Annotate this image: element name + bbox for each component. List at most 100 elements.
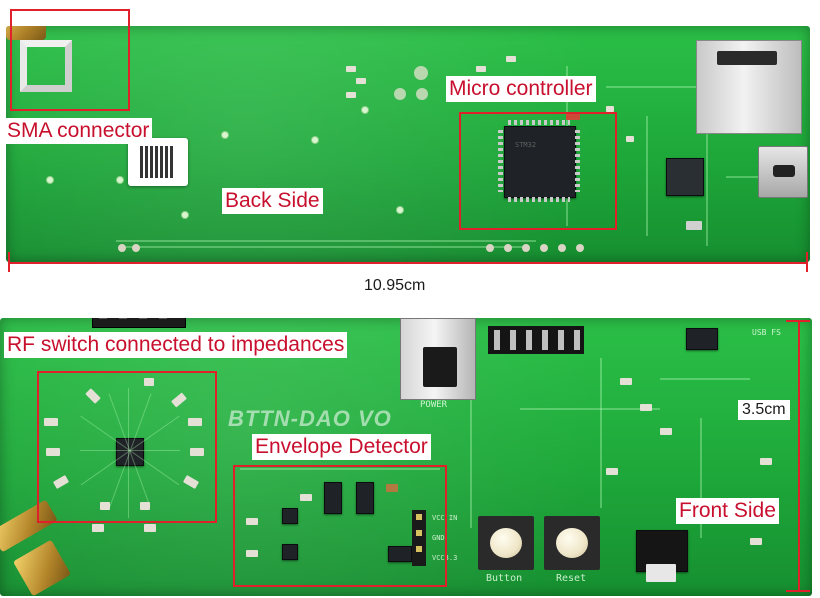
chip-marking: STM32: [515, 141, 537, 149]
power-switch-slider: [423, 347, 457, 387]
pin-header-female: [92, 318, 186, 328]
socket-slot: [717, 51, 777, 65]
length-dimension-line: [8, 262, 808, 264]
envelope-detector-highlight: [233, 465, 447, 587]
width-dimension-tick: [786, 320, 810, 322]
pcb-back-side: STM32: [6, 26, 810, 262]
transistor: [282, 508, 298, 524]
via: [46, 176, 54, 184]
pcb-trace: [700, 418, 702, 538]
rf-switch-label: RF switch connected to impedances: [4, 332, 348, 358]
impedance-component: [92, 524, 104, 532]
button-label: Button: [486, 573, 523, 584]
width-dimension-line: [798, 320, 800, 592]
smd-component: [300, 494, 312, 501]
qr-code-sticker: [128, 138, 188, 186]
gnd-label: GND: [432, 534, 445, 542]
header-pad: [504, 244, 512, 252]
sma-connector-body: [12, 539, 72, 596]
via: [361, 106, 369, 114]
reset-label: Reset: [556, 573, 587, 584]
smd-component: [246, 518, 258, 525]
pcb-trace: [600, 358, 602, 508]
impedance-component: [46, 448, 60, 456]
rf-switch-highlight: [37, 371, 217, 523]
chip-pins: [498, 130, 503, 192]
reset-button[interactable]: [556, 528, 588, 558]
detector-chip: [356, 482, 374, 514]
through-hole: [414, 66, 428, 80]
impedance-component: [100, 502, 110, 510]
smd-component: [620, 378, 632, 385]
capacitor: [386, 484, 398, 492]
smd-component: [606, 106, 614, 112]
smd-component: [356, 78, 366, 84]
smd-component: [246, 550, 258, 557]
vcc-in-label: VCC IN: [432, 514, 458, 522]
smd-component: [606, 468, 618, 475]
via: [311, 136, 319, 144]
crystal: [686, 221, 702, 230]
smd-component: [476, 66, 486, 72]
length-dimension-label: 10.95cm: [360, 276, 430, 296]
header-pad: [132, 244, 140, 252]
usb-interface-chip: [666, 158, 704, 196]
pcb-trace: [240, 468, 440, 470]
via: [221, 131, 229, 139]
header-pins: [494, 330, 580, 350]
power-switch-housing: [400, 318, 476, 400]
smd-component: [760, 458, 772, 465]
chip-pins: [508, 197, 570, 202]
smd-component: [626, 136, 634, 142]
header-pad: [540, 244, 548, 252]
sma-connector-body: [6, 26, 46, 40]
pcb-trace: [116, 240, 536, 242]
microcontroller-chip: STM32: [504, 126, 576, 198]
smd-component: [346, 92, 356, 98]
via: [181, 211, 189, 219]
chip-pins: [575, 130, 580, 192]
header-pad: [558, 244, 566, 252]
power-label: POWER: [420, 400, 448, 410]
impedance-component: [188, 418, 202, 426]
width-dimension-label: 3.5cm: [738, 400, 790, 420]
impedance-component: [144, 378, 154, 386]
pcb-trace: [126, 246, 526, 248]
pin-header-male: [488, 326, 584, 354]
smd-component: [750, 538, 762, 545]
header-pad: [522, 244, 530, 252]
smd-component: [506, 56, 516, 62]
user-button[interactable]: [490, 528, 522, 558]
qr-code: [140, 146, 174, 178]
smd-component: [660, 428, 672, 435]
vcc33-label: VCC3.3: [432, 554, 458, 562]
pcb-trace: [80, 450, 180, 451]
impedance-component: [144, 524, 156, 532]
sma-connector-bracket: [20, 40, 72, 92]
length-dimension-tick: [806, 252, 808, 272]
impedance-component: [44, 418, 58, 426]
impedance-component: [140, 502, 150, 510]
pcb-trace: [128, 388, 129, 518]
impedance-component: [190, 448, 204, 456]
header-pad: [118, 244, 126, 252]
ic-chip: [686, 328, 718, 350]
pcb-trace: [470, 348, 472, 528]
pcb-trace: [520, 408, 660, 410]
chip-pins: [508, 120, 570, 125]
length-dimension-tick: [8, 252, 10, 272]
usb-port-opening: [773, 165, 795, 177]
rf-switch-chip: [116, 438, 144, 466]
pcb-trace: [646, 116, 648, 236]
envelope-detector-label: Envelope Detector: [252, 434, 431, 460]
front-side-label: Front Side: [676, 498, 779, 524]
smd-component: [346, 66, 356, 72]
board-logo: BTTN-DAO VO: [228, 406, 392, 431]
smd-component: [566, 114, 580, 120]
smd-component: [640, 404, 652, 411]
through-hole: [416, 88, 428, 100]
through-hole: [394, 88, 406, 100]
pcb-trace: [706, 126, 708, 246]
regulator-tab: [646, 564, 676, 582]
jumper-header: [412, 510, 426, 566]
